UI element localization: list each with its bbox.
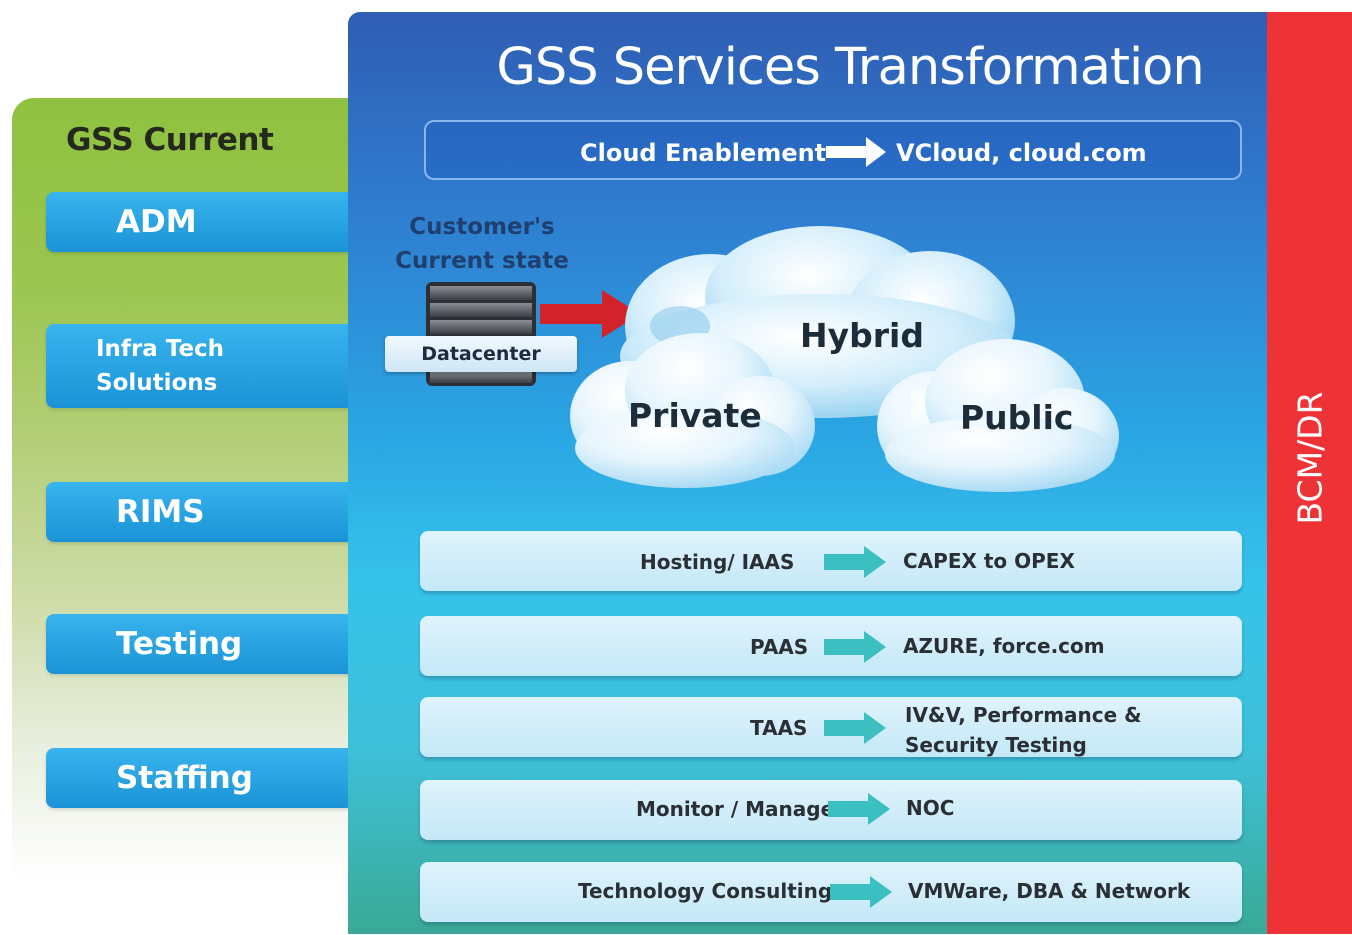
public-cloud-label: Public [960,398,1074,437]
item-testing: Testing [46,614,364,674]
teal-arrow-icon [824,712,886,744]
private-cloud-label: Private [628,396,762,435]
cloud-cluster-icon [570,226,1119,492]
item-infra-tech-solutions: Infra Tech Solutions [46,324,364,408]
service-taas-label: TAAS [750,716,808,740]
item-adm: ADM [46,192,364,252]
red-arrow-icon [540,290,640,338]
service-monitor-label: Monitor / Manage [636,797,835,821]
service-hosting-value: CAPEX to OPEX [903,549,1075,573]
teal-arrow-icon [828,793,890,825]
hybrid-cloud-label: Hybrid [800,316,924,355]
teal-arrow-icon [824,546,886,578]
transformation-title: GSS Services Transformation [496,38,1204,97]
item-rims-label: RIMS [116,494,205,530]
item-infra-tech-label: Infra Tech Solutions [96,336,225,396]
service-hosting-label: Hosting/ IAAS [640,550,795,574]
teal-arrow-icon [824,631,886,663]
customer-state-label: Customer's Current state [395,214,569,274]
bcm-dr-bar [1267,12,1352,934]
cloud-enablement-box [424,120,1242,180]
item-staffing: Staffing [46,748,364,808]
gss-current-title: GSS Current [66,122,274,158]
service-consulting-label: Technology Consulting [578,879,833,903]
white-arrow-icon [826,137,886,167]
service-taas-value: IV&V, Performance & Security Testing [905,703,1142,757]
service-consulting-value: VMWare, DBA & Network [908,879,1191,903]
item-staffing-label: Staffing [116,760,253,796]
cloud-enablement-target: VCloud, cloud.com [896,139,1147,167]
cloud-enablement-label: Cloud Enablement [580,139,827,167]
item-rims: RIMS [46,482,364,542]
bcm-dr-label: BCM/DR [1290,391,1330,525]
service-paas-label: PAAS [750,635,809,659]
service-monitor-value: NOC [906,796,955,820]
item-testing-label: Testing [116,626,243,662]
service-paas-value: AZURE, force.com [903,634,1105,658]
item-adm-label: ADM [116,204,197,240]
teal-arrow-icon [830,876,892,908]
datacenter-label: Datacenter [385,336,577,372]
